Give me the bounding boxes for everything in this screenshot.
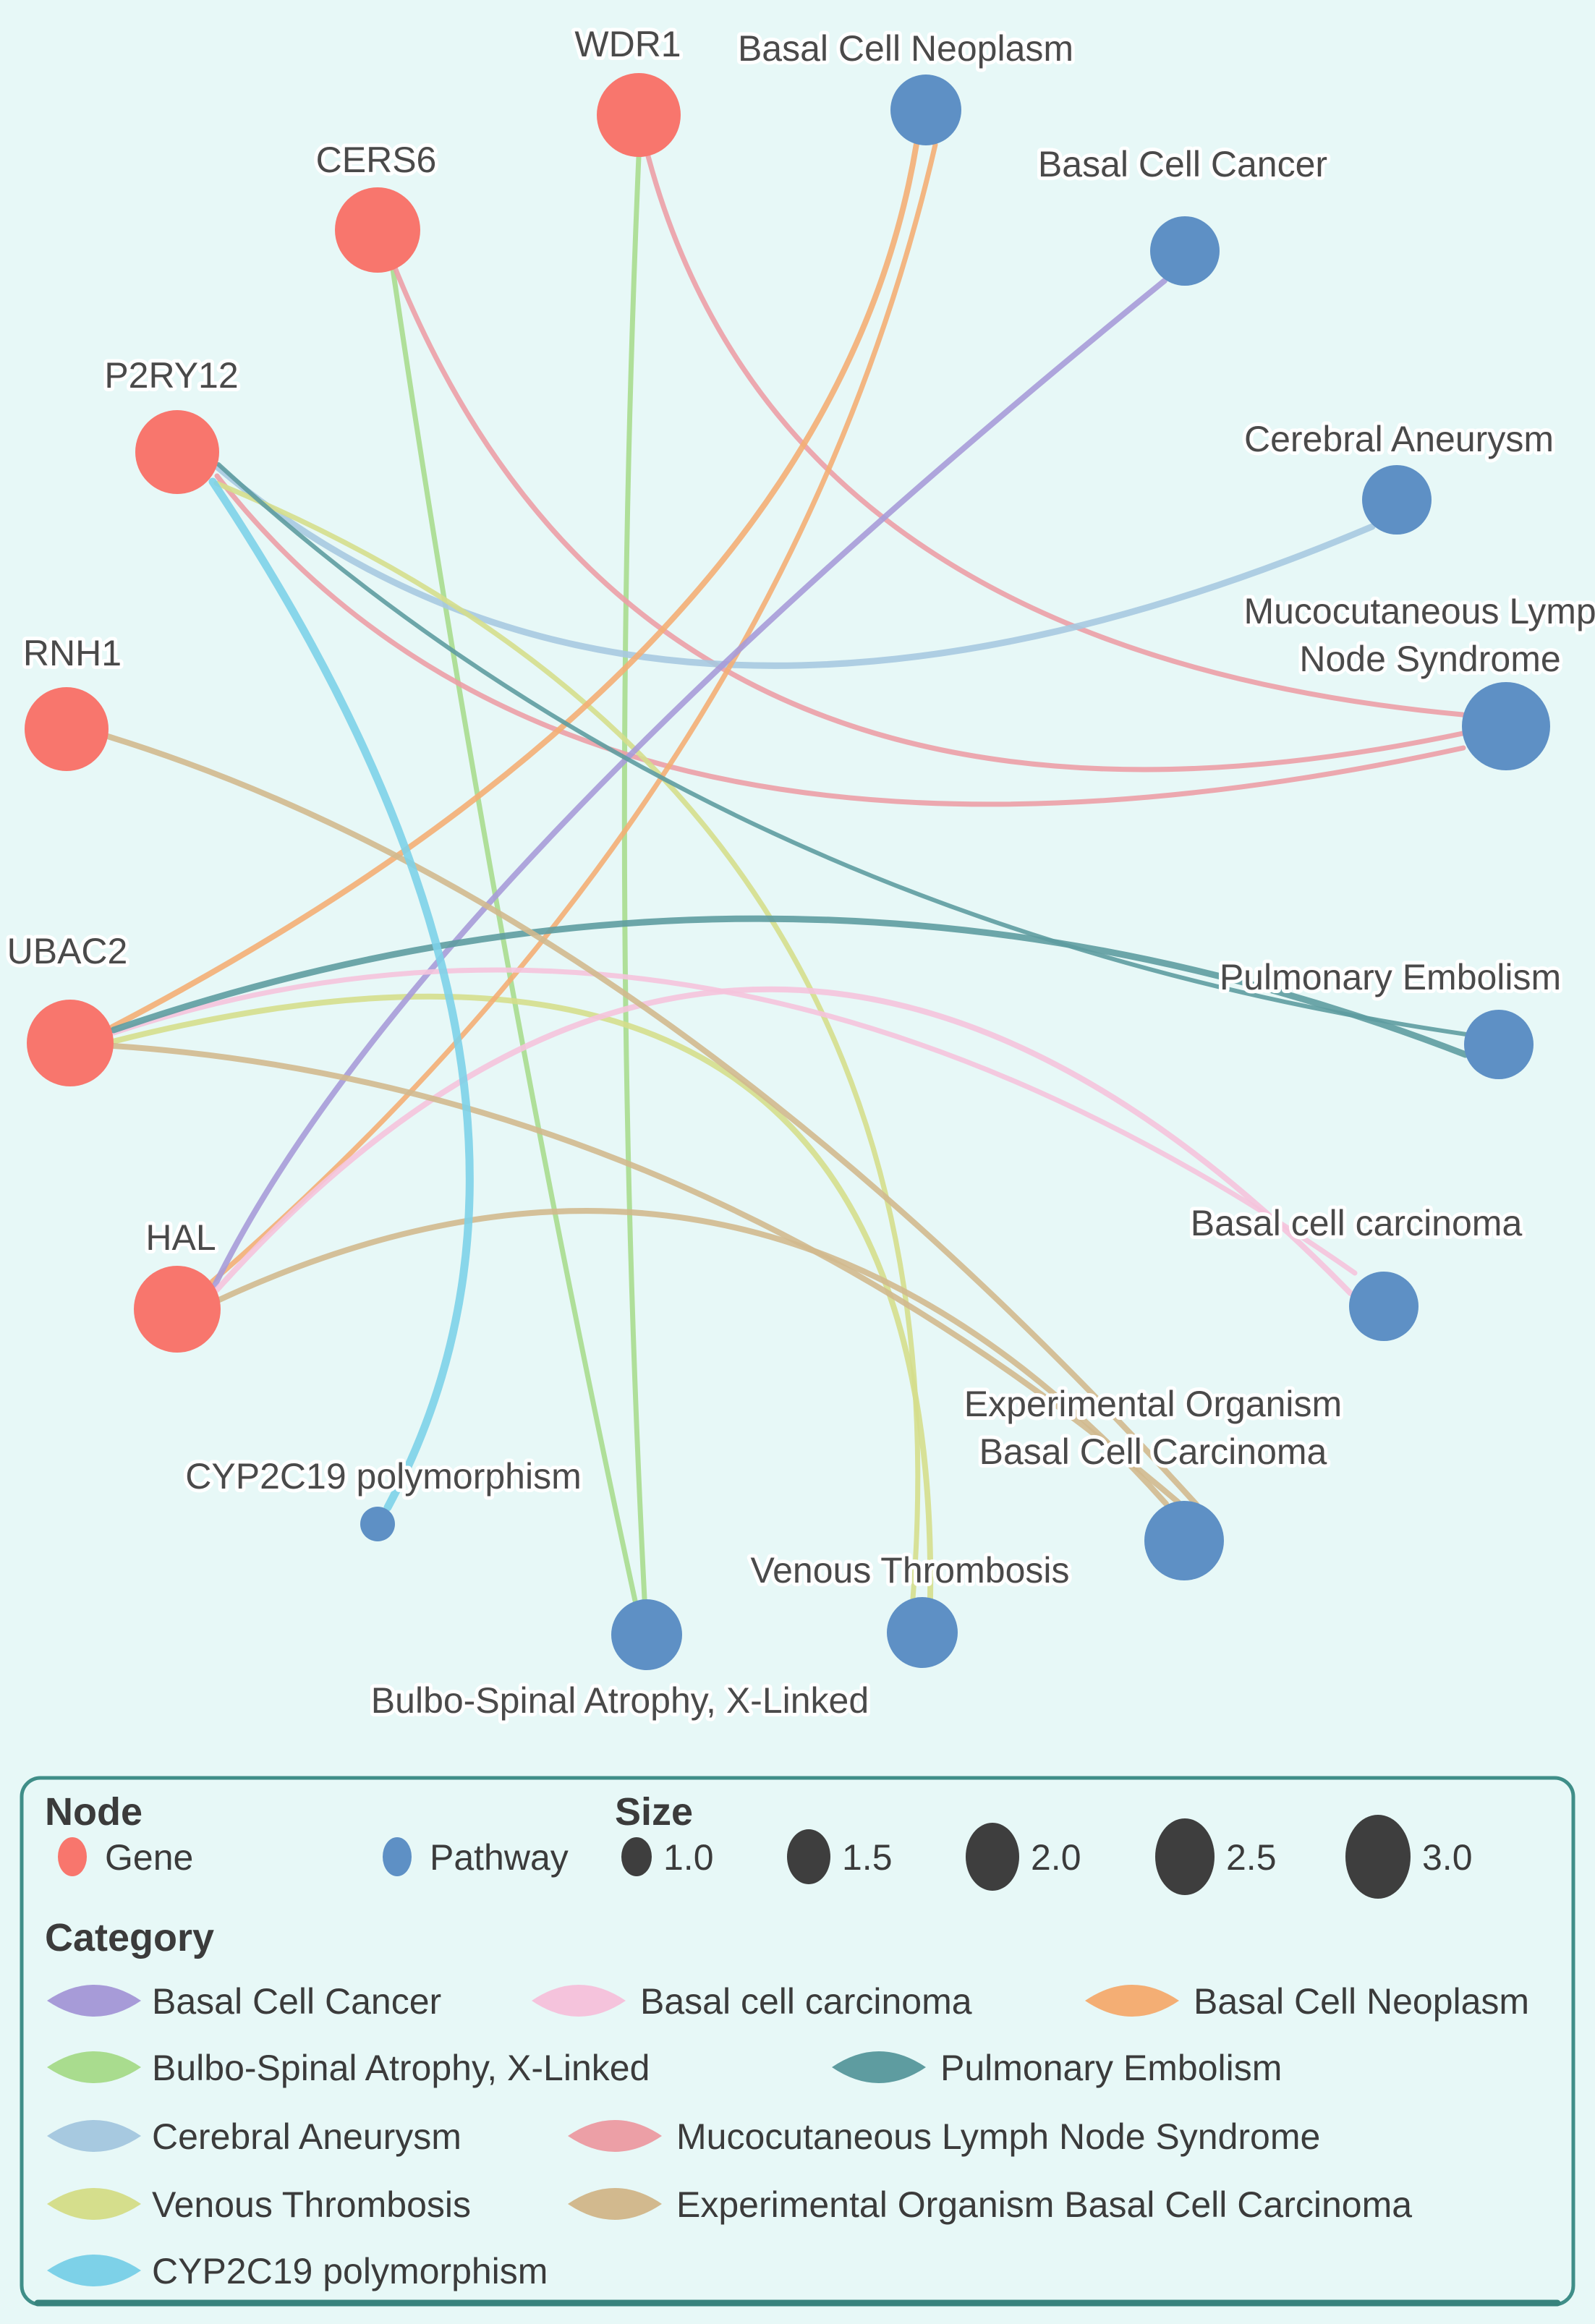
legend-category-header: Category (45, 1916, 214, 1959)
node-cyp2c19-polymorphism (360, 1507, 395, 1541)
legend-category-basal-cell-neoplasm-label: Basal Cell Neoplasm (1194, 1981, 1529, 2022)
node-label-p2ry12: P2RY12 (104, 355, 238, 396)
node-cerebral-aneurysm (1362, 465, 1432, 535)
legend-category-mucocutaneous-lymph-node-syndrome-label: Mucocutaneous Lymph Node Syndrome (676, 2116, 1320, 2157)
legend-size-2.0-label: 2.0 (1031, 1837, 1081, 1878)
edge-ubac2-venous-thrombosis (110, 993, 934, 1601)
node-p2ry12 (135, 410, 219, 494)
edge-wdr1-mucocutaneous-lymph-node-syndrome (645, 153, 1466, 718)
node-label-pulmonary-embolism: Pulmonary Embolism (1220, 957, 1561, 997)
legend-size-1.5-label: 1.5 (842, 1837, 893, 1878)
edge-hal-experimental-organism-basal-cell-carcinoma (215, 1208, 1169, 1507)
legend-category-bulbo-spinal-atrophy-x-linked-label: Bulbo-Spinal Atrophy, X-Linked (152, 2048, 650, 2088)
edge-wdr1-bulbo-spinal-atrophy-x-linked (621, 154, 647, 1601)
legend-size-3.0-marker (1345, 1815, 1411, 1899)
legend-category-basal-cell-cancer-marker (47, 1985, 141, 2017)
node-label-basal-cell-cancer: Basal Cell Cancer (1038, 144, 1327, 184)
node-experimental-organism-basal-cell-carcinoma (1144, 1501, 1224, 1580)
legend-category-cyp2c19-polymorphism-marker (47, 2255, 141, 2286)
node-label-experimental-organism-basal-cell-carcinoma-line2: Basal Cell Carcinoma (979, 1431, 1327, 1472)
node-venous-thrombosis (887, 1597, 958, 1668)
edge-ubac2-basal-cell-neoplasm (109, 141, 919, 1030)
legend-gene-marker (58, 1837, 87, 1876)
node-label-cyp2c19-polymorphism: CYP2C19 polymorphism (185, 1456, 581, 1497)
node-pulmonary-embolism (1464, 1010, 1534, 1079)
node-label-basal-cell-carcinoma: Basal cell carcinoma (1191, 1203, 1523, 1243)
legend-size-2.0-marker (966, 1823, 1019, 1891)
legend-pathway-marker (383, 1837, 412, 1876)
legend-category-cyp2c19-polymorphism-label: CYP2C19 polymorphism (152, 2251, 548, 2291)
node-label-hal: HAL (145, 1217, 216, 1258)
legend-category-pulmonary-embolism-label: Pulmonary Embolism (940, 2048, 1282, 2088)
node-label-venous-thrombosis: Venous Thrombosis (751, 1550, 1070, 1591)
node-label-rnh1: RNH1 (23, 633, 122, 673)
node-label-cers6: CERS6 (316, 140, 437, 180)
legend-category-pulmonary-embolism-marker (832, 2051, 926, 2083)
legend-node-header: Node (45, 1790, 143, 1834)
edge-ubac2-pulmonary-embolism (110, 915, 1469, 1058)
node-label-mucocutaneous-lymph-node-syndrome-line2: Node Syndrome (1299, 639, 1560, 679)
legend-gene-label: Gene (105, 1837, 193, 1878)
edge-p2ry12-cyp2c19-polymorphism (208, 477, 474, 1512)
node-bulbo-spinal-atrophy-x-linked (611, 1599, 682, 1670)
edge-ubac2-experimental-organism-basal-cell-carcinoma (111, 1043, 1181, 1505)
legend-size-1.5-marker (787, 1829, 830, 1884)
legend-category-cerebral-aneurysm-marker (47, 2120, 141, 2152)
node-label-wdr1: WDR1 (574, 24, 681, 64)
edge-hal-basal-cell-neoplasm (209, 142, 938, 1285)
legend-size-3.0-label: 3.0 (1422, 1837, 1473, 1878)
legend-category-basal-cell-carcinoma-label: Basal cell carcinoma (640, 1981, 972, 2022)
edge-hal-basal-cell-cancer (212, 278, 1167, 1288)
node-layer (25, 73, 1550, 1670)
edge-p2ry12-venous-thrombosis (213, 480, 921, 1601)
legend-size-1.0-marker (621, 1837, 652, 1876)
edge-ubac2-basal-cell-carcinoma (111, 967, 1358, 1276)
node-label-ubac2: UBAC2 (7, 931, 128, 971)
node-label-experimental-organism-basal-cell-carcinoma-line1: Experimental Organism (964, 1384, 1342, 1424)
node-label-mucocutaneous-lymph-node-syndrome-line1: Mucocutaneous Lymph (1243, 591, 1595, 631)
legend-category-basal-cell-carcinoma-marker (532, 1985, 626, 2017)
legend-size-2.5-label: 2.5 (1226, 1837, 1277, 1878)
node-ubac2 (27, 1000, 114, 1086)
legend-size-2.5-marker (1155, 1818, 1215, 1895)
edge-rnh1-experimental-organism-basal-cell-carcinoma (105, 733, 1199, 1507)
legend-size-1.0-label: 1.0 (663, 1837, 714, 1878)
node-basal-cell-cancer (1150, 216, 1220, 286)
node-basal-cell-carcinoma (1349, 1272, 1419, 1341)
edge-p2ry12-pulmonary-embolism (216, 462, 1468, 1037)
node-wdr1 (597, 73, 681, 157)
legend-pathway-label: Pathway (430, 1837, 569, 1878)
legend-category-bulbo-spinal-atrophy-x-linked-marker (47, 2051, 141, 2083)
edge-hal-basal-cell-carcinoma (214, 986, 1353, 1296)
edge-layer (105, 141, 1469, 1604)
legend-category-basal-cell-cancer-label: Basal Cell Cancer (152, 1981, 441, 2022)
node-mucocutaneous-lymph-node-syndrome (1462, 682, 1550, 770)
node-hal (134, 1266, 221, 1353)
legend-category-venous-thrombosis-label: Venous Thrombosis (152, 2184, 471, 2225)
node-label-bulbo-spinal-atrophy-x-linked: Bulbo-Spinal Atrophy, X-Linked (371, 1680, 869, 1721)
node-cers6 (335, 187, 420, 273)
legend-category-cerebral-aneurysm-label: Cerebral Aneurysm (152, 2116, 462, 2157)
edge-p2ry12-mucocutaneous-lymph-node-syndrome (214, 473, 1466, 807)
legend-category-experimental-organism-basal-cell-carcinoma-marker (568, 2188, 662, 2220)
node-basal-cell-neoplasm (890, 75, 961, 145)
edge-cers6-mucocutaneous-lymph-node-syndrome (392, 265, 1466, 772)
node-label-basal-cell-neoplasm: Basal Cell Neoplasm (738, 28, 1073, 69)
legend-size-header: Size (615, 1790, 693, 1834)
legend-category-mucocutaneous-lymph-node-syndrome-marker (568, 2120, 662, 2152)
legend-category-basal-cell-neoplasm-marker (1085, 1985, 1179, 2017)
legend: Node Size Category Gene Pathway 1.0 1.5 2.0 2… (20, 1776, 1575, 2307)
legend-category-experimental-organism-basal-cell-carcinoma-label: Experimental Organism Basal Cell Carcino… (676, 2184, 1412, 2225)
legend-category-venous-thrombosis-marker (47, 2188, 141, 2220)
node-label-cerebral-aneurysm: Cerebral Aneurysm (1244, 419, 1554, 459)
node-rnh1 (25, 687, 109, 771)
